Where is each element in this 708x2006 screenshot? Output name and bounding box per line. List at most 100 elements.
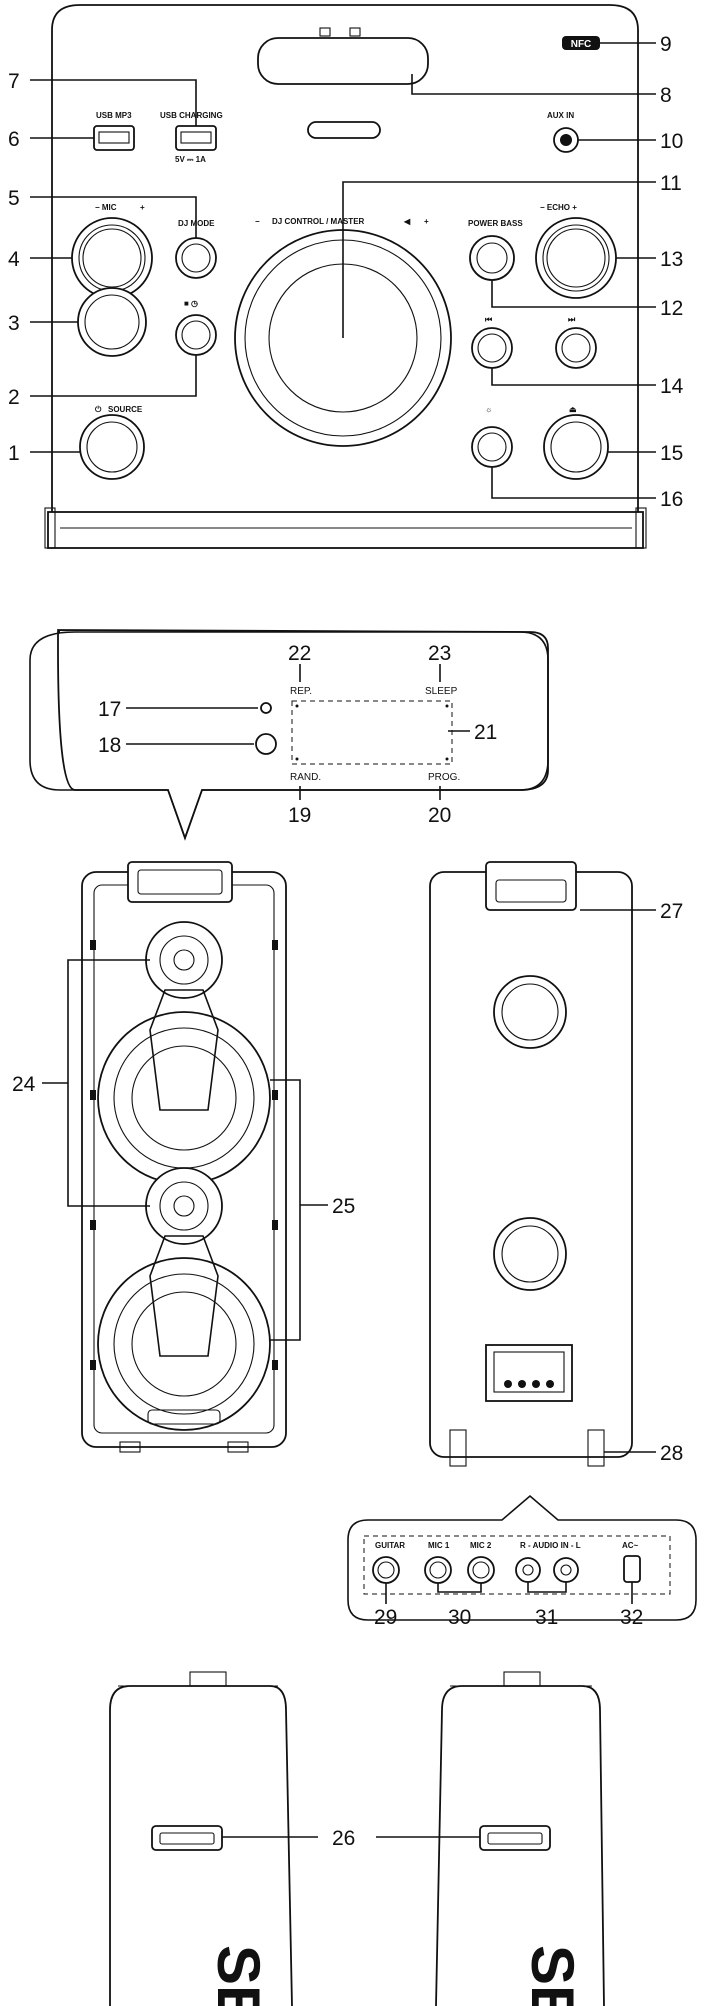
svg-text:⏭: ⏭	[568, 315, 576, 324]
control-panel: NFC USB MP3 USB CHARGING 5V ⎓ 1A AUX IN …	[8, 4, 684, 549]
guitar-jack	[372, 1556, 400, 1584]
callout-12: 12	[660, 297, 683, 320]
rep-label: REP.	[290, 686, 312, 697]
bass-port-top	[493, 975, 567, 1049]
leader-lines-panel	[30, 42, 656, 499]
nfc-label: NFC	[571, 39, 592, 50]
callout-13: 13	[660, 248, 683, 271]
callout-16: 16	[660, 488, 683, 511]
callout-24: 24	[12, 1073, 36, 1096]
callout-7: 7	[8, 70, 20, 93]
back-view: 27 28	[429, 861, 683, 1467]
mic1-jack	[424, 1556, 452, 1584]
mic1-label: MIC 1	[428, 1541, 450, 1550]
bass-port-bottom	[493, 1217, 567, 1291]
callout-29: 29	[374, 1606, 397, 1629]
display-zoom: REP. SLEEP RAND. PROG. 17 18 19 20 21 22…	[29, 629, 549, 841]
callout-17: 17	[98, 698, 121, 721]
callout-15: 15	[660, 442, 683, 465]
mic-plus-label: +	[140, 203, 145, 212]
callout-22: 22	[288, 642, 311, 665]
callout-19: 19	[288, 804, 311, 827]
mic2-label: MIC 2	[470, 1541, 492, 1550]
side-handle-right	[479, 1825, 551, 1851]
audio-in-l-jack	[553, 1557, 579, 1583]
ir-sensor	[255, 733, 277, 755]
callout-31: 31	[535, 1606, 558, 1629]
usb-mp3-port	[93, 125, 135, 151]
echo-knob	[535, 217, 617, 299]
woofer-bottom	[97, 1257, 271, 1431]
source-knob	[79, 414, 145, 480]
callout-28: 28	[660, 1442, 683, 1465]
ac-label: AC~	[622, 1541, 639, 1550]
front-view: 24 25	[12, 861, 355, 1453]
callout-23: 23	[428, 642, 451, 665]
svg-text:⏏: ⏏	[569, 405, 577, 414]
phone-slot	[257, 37, 429, 85]
callouts-panel: 1 2 3 4 5 6 7 8 9 10 11 12 13 14 15 16	[8, 33, 684, 511]
rear-io-zoom: GUITAR MIC 1 MIC 2 R - AUDIO IN - L AC~ …	[347, 1494, 697, 1629]
sleep-label: SLEEP	[425, 686, 458, 697]
eject-knob	[543, 414, 609, 480]
callout-5: 5	[8, 187, 20, 210]
dj-minus-label: −	[255, 217, 260, 226]
woofer-top	[97, 1011, 271, 1185]
display-window	[291, 700, 453, 765]
callout-21: 21	[474, 721, 497, 744]
usb-charging-port	[175, 125, 217, 151]
svg-text:⏮: ⏮	[485, 315, 492, 324]
back-handle	[485, 861, 577, 911]
svg-text:■ ◷: ■ ◷	[184, 299, 198, 308]
callout-20: 20	[428, 804, 451, 827]
small-slot	[307, 121, 381, 139]
usb-mp3-label: USB MP3	[96, 111, 132, 120]
tweeter-top	[145, 921, 223, 999]
callout-27: 27	[660, 900, 683, 923]
prog-label: PROG.	[428, 772, 460, 783]
dj-control-label: DJ CONTROL / MASTER	[272, 217, 365, 226]
svg-text:⏻: ⏻	[95, 405, 102, 414]
audio-in-label: R - AUDIO IN - L	[520, 1541, 581, 1550]
play-bluetooth-knob	[77, 287, 147, 357]
callout-6: 6	[8, 128, 20, 151]
svg-text:☼: ☼	[485, 405, 492, 414]
callout-14: 14	[660, 375, 684, 398]
guitar-label: GUITAR	[375, 1541, 405, 1550]
callout-26: 26	[332, 1827, 355, 1850]
side-views: SE SE 26	[109, 1671, 605, 2006]
panel-bottom-lip	[47, 511, 644, 549]
front-top-display	[127, 861, 233, 903]
ac-inlet	[623, 1555, 641, 1583]
callout-9: 9	[660, 33, 672, 56]
callout-3: 3	[8, 312, 20, 335]
nfc-badge	[562, 36, 600, 50]
mic-label: − MIC	[95, 203, 117, 212]
rand-label: RAND.	[290, 772, 321, 783]
audio-in-r-jack	[515, 1557, 541, 1583]
callout-30: 30	[448, 1606, 471, 1629]
callout-2: 2	[8, 386, 20, 409]
side-handle-left	[151, 1825, 223, 1851]
source-label: SOURCE	[108, 405, 143, 414]
callout-10: 10	[660, 130, 683, 153]
mic2-jack	[467, 1556, 495, 1584]
callout-25: 25	[332, 1195, 355, 1218]
usb-charging-label: USB CHARGING	[160, 111, 223, 120]
callout-8: 8	[660, 84, 672, 107]
tweeter-bottom	[145, 1167, 223, 1245]
callout-1: 1	[8, 442, 20, 465]
echo-label: − ECHO +	[540, 203, 577, 212]
svg-text:◀: ◀	[403, 217, 411, 226]
callout-32: 32	[620, 1606, 643, 1629]
callout-11: 11	[660, 172, 682, 195]
rear-io-plate	[485, 1344, 573, 1402]
usb-rating-label: 5V ⎓ 1A	[175, 155, 206, 164]
logo-left: SE	[205, 1945, 272, 2006]
dj-plus-label: +	[424, 217, 429, 226]
mic-knob	[71, 217, 153, 299]
power-bass-label: POWER BASS	[468, 219, 523, 228]
logo-right: SE	[519, 1945, 586, 2006]
aux-in-label: AUX IN	[547, 111, 574, 120]
